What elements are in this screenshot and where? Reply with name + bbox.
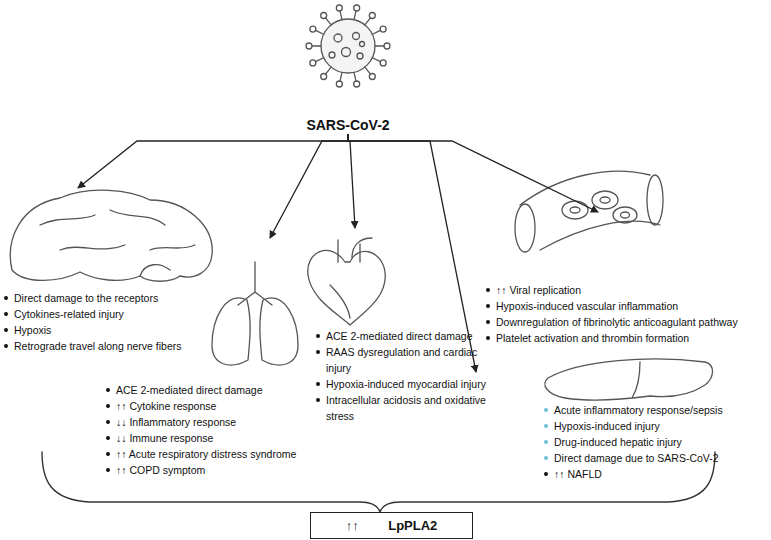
virus-icon — [306, 5, 390, 87]
bullet-item: Downregulation of fibrinolytic anticoagu… — [486, 314, 740, 330]
bullet-dot — [544, 424, 548, 428]
effect-text: ↑↑ Acute respiratory distress syndrome — [116, 446, 296, 462]
bullet-item: ↓↓ Immune response — [106, 430, 311, 446]
bullet-dot — [316, 398, 320, 402]
arrow-connector — [78, 134, 348, 188]
bullet-dot — [4, 344, 8, 348]
effect-text: ↑↑ Viral replication — [496, 282, 581, 298]
bullet-item: ↑↑ Cytokine response — [106, 398, 311, 414]
bullet-dot — [4, 328, 8, 332]
arrow-connector — [270, 134, 348, 238]
effect-text: ↑↑ Cytokine response — [116, 398, 216, 414]
bullet-item: ↑↑ Viral replication — [486, 282, 740, 298]
label-row: ↑↑ LpPLA2 — [311, 517, 472, 534]
brain-effects: Direct damage to the receptorsCytokines-… — [4, 188, 219, 354]
bullet-dot — [544, 408, 548, 412]
bullet-dot — [4, 312, 8, 316]
effect-text: Cytokines-related injury — [14, 306, 124, 322]
liver-outline — [545, 359, 713, 400]
bullet-dot — [106, 420, 110, 424]
bullet-dot — [4, 296, 8, 300]
bullet-dot — [486, 336, 490, 340]
effect-text: Direct damage due to SARS-CoV-2 — [554, 450, 719, 466]
effect-text: Hypoxis-induced injury — [554, 418, 660, 434]
bullet-item: ↑↑ Acute respiratory distress syndrome — [106, 446, 311, 462]
effect-text: Intracellular acidosis and oxidative str… — [326, 392, 498, 424]
bullet-item: Hypoxis-induced vascular inflammation — [486, 298, 740, 314]
bullet-item: RAAS dysregulation and cardiac injury — [316, 344, 498, 376]
effect-text: ↓↓ Inflammatory response — [116, 414, 236, 430]
bullet-item: ACE 2-mediated direct damage — [316, 328, 498, 344]
bullet-dot — [544, 440, 548, 444]
bullet-item: Platelet activation and thrombin formati… — [486, 330, 740, 346]
effect-text: ACE 2-mediated direct damage — [326, 328, 473, 344]
bullet-item: Acute inflammatory response/sepsis — [544, 402, 734, 418]
vessel-effects: ↑↑ Viral replicationHypoxis-induced vasc… — [486, 212, 740, 346]
bullet-dot — [316, 382, 320, 386]
bullet-dot — [106, 436, 110, 440]
heart-effects: ACE 2-mediated direct damageRAAS dysregu… — [316, 228, 498, 424]
arrow-connector — [348, 134, 598, 212]
bullet-item: Hypoxis — [4, 322, 219, 338]
effect-text: Hypoxia-induced myocardial injury — [326, 376, 486, 392]
bullet-item: Intracellular acidosis and oxidative str… — [316, 392, 498, 424]
effect-text: ↑↑ COPD symptom — [116, 462, 205, 478]
bullet-item: ↑↑ COPD symptom — [106, 462, 311, 478]
effect-text: Hypoxis-induced vascular inflammation — [496, 298, 678, 314]
vessel-icon — [515, 171, 663, 252]
bullet-dot — [486, 304, 490, 308]
effect-text: Hypoxis — [14, 322, 51, 338]
bullet-dot — [106, 468, 110, 472]
bullet-item: Direct damage to the receptors — [4, 290, 219, 306]
bullet-dot — [544, 472, 548, 476]
bullet-item: Hypoxis-induced injury — [544, 418, 734, 434]
effect-text: Downregulation of fibrinolytic anticoagu… — [496, 314, 738, 330]
bullet-item: Direct damage due to SARS-CoV-2 — [544, 450, 734, 466]
bullet-dot — [106, 404, 110, 408]
effect-text: ACE 2-mediated direct damage — [116, 382, 263, 398]
bullet-dot — [486, 320, 490, 324]
liver-effects: Acute inflammatory response/sepsisHypoxi… — [462, 372, 734, 482]
bullet-dot — [544, 456, 548, 460]
lppla2-box: ↑↑ LpPLA2 — [310, 512, 473, 539]
effect-text: Direct damage to the receptors — [14, 290, 158, 306]
bullet-item: Hypoxia-induced myocardial injury — [316, 376, 498, 392]
bullet-item: ↑↑ NAFLD — [544, 466, 734, 482]
effect-text: ↑↑ NAFLD — [554, 466, 602, 482]
bullet-item: Drug-induced hepatic injury — [544, 434, 734, 450]
bullet-item: Cytokines-related injury — [4, 306, 219, 322]
bullet-item: Retrograde travel along nerve fibers — [4, 338, 219, 354]
label-row: SARS-CoV-2 — [290, 116, 406, 134]
effect-text: Platelet activation and thrombin formati… — [496, 330, 689, 346]
arrow-connector — [348, 134, 355, 228]
effect-text: RAAS dysregulation and cardiac injury — [326, 344, 498, 376]
heart-icon — [308, 238, 386, 325]
effect-text: ↓↓ Immune response — [116, 430, 213, 446]
bullet-dot — [316, 350, 320, 354]
bullet-dot — [106, 388, 110, 392]
bullet-dot — [316, 334, 320, 338]
bullet-item: ACE 2-mediated direct damage — [106, 382, 311, 398]
bullet-dot — [486, 288, 490, 292]
bullet-item: ↓↓ Inflammatory response — [106, 414, 311, 430]
lung-icon — [212, 262, 298, 365]
effect-text: Retrograde travel along nerve fibers — [14, 338, 182, 354]
bullet-dot — [106, 452, 110, 456]
lung-effects: ACE 2-mediated direct damage↑↑ Cytokine … — [106, 238, 311, 478]
brain-outline — [10, 190, 212, 281]
effect-text: Drug-induced hepatic injury — [554, 434, 682, 450]
brain-fold — [40, 210, 195, 276]
node-label: SARS-CoV-2 — [306, 116, 389, 134]
node-label: ↑↑ LpPLA2 — [346, 517, 438, 534]
virus-label: SARS-CoV-2 — [290, 114, 406, 134]
effect-text: Acute inflammatory response/sepsis — [554, 402, 723, 418]
